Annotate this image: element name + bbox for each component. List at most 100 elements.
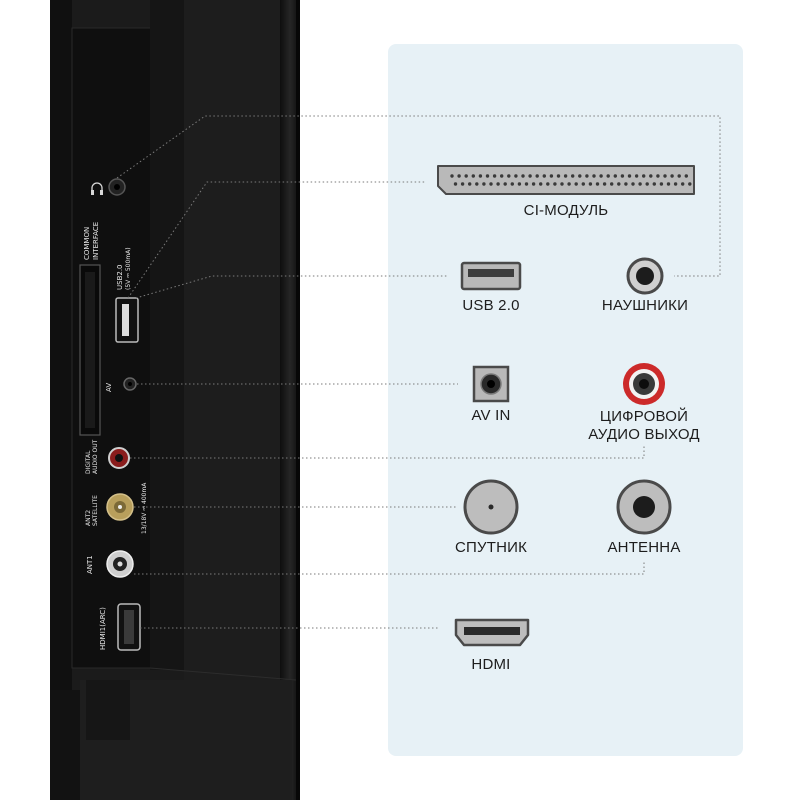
ci-pin [581, 182, 585, 186]
tv-label-av: AV [105, 382, 113, 392]
ci-pin [453, 182, 458, 186]
ci-pin [563, 174, 568, 178]
tv-av-jack [123, 377, 137, 391]
ci-pin [673, 182, 678, 186]
ci-pin [528, 174, 532, 178]
ci-pin [471, 174, 475, 178]
ci-pin [620, 174, 625, 178]
ci-pin [510, 182, 514, 186]
tv-hdmi-port [117, 603, 141, 651]
ci-pin [464, 174, 468, 178]
headphone-icon [626, 257, 664, 295]
ci-pin [670, 174, 674, 178]
ci-pin [535, 174, 539, 178]
ci-pin [457, 174, 461, 178]
hdmi-label: HDMI [471, 656, 511, 673]
tv-usb-port [115, 297, 139, 343]
digital-audio-label-line2: АУДИО ВЫХОД [588, 426, 700, 443]
tv-label-common-2: INTERFACE [92, 221, 100, 260]
ci-pin [517, 182, 522, 186]
tv-label-common-1: COMMON [83, 226, 91, 260]
ci-pin [478, 174, 483, 178]
ci-pin [624, 182, 628, 186]
ci-pin [638, 182, 642, 186]
ci-pin [531, 182, 536, 186]
av-jack-icon [472, 365, 510, 403]
ci-pin [613, 174, 617, 178]
tv-label-digital-2: AUDIO OUT [92, 439, 99, 474]
ci-pin [595, 182, 600, 186]
tv-label-ant1: ANT1 [86, 555, 94, 574]
ci-pin [492, 174, 497, 178]
ci-pin [571, 174, 575, 178]
tv-headphone-icon [91, 182, 103, 195]
ci-pin [645, 182, 649, 186]
av-in-label: AV IN [471, 407, 511, 424]
ci-slot-icon [437, 165, 695, 195]
ci-pin [663, 174, 667, 178]
ci-pin [642, 174, 646, 178]
tv-label-sat-power: 13/18V ⎓ 400mA [141, 482, 148, 534]
ci-pin [688, 182, 692, 186]
ci-pin [450, 174, 454, 178]
tv-digital-audio-jack [108, 447, 130, 469]
tv-label-usb-1: USB2.0 [116, 264, 124, 290]
tv-headphone-jack [108, 178, 126, 196]
ci-pin [574, 182, 578, 186]
ci-pin [500, 174, 504, 178]
ci-pin [524, 182, 529, 186]
ci-pin [503, 182, 507, 186]
headphones-label: НАУШНИКИ [601, 297, 689, 314]
ci-pin [482, 182, 486, 186]
ci-pin [652, 182, 656, 186]
satellite-label: СПУТНИК [454, 539, 528, 556]
ci-pin [496, 182, 500, 186]
ci-pin [556, 174, 561, 178]
tv-satellite-connector [106, 493, 134, 521]
tv-ci-slot [79, 264, 101, 436]
antenna-label: АНТЕННА [607, 539, 681, 556]
tv-label-hdmi: HDMI1(ARC) [99, 607, 107, 650]
ci-pin [542, 174, 546, 178]
ci-pin [634, 174, 639, 178]
hdmi-port-icon [454, 618, 530, 647]
leader-ci [127, 181, 426, 299]
ci-pin [539, 182, 543, 186]
rca-jack-icon [623, 363, 665, 405]
ci-pin [468, 182, 472, 186]
ci-module-label: CI-МОДУЛЬ [523, 202, 609, 219]
connector-legend-panel [388, 44, 743, 756]
ci-pin [475, 182, 479, 186]
leader-lines [116, 115, 721, 629]
ci-pin [681, 182, 685, 186]
ci-pin [546, 182, 550, 186]
ci-pin [514, 174, 518, 178]
ci-pin [560, 182, 564, 186]
ci-pin [588, 182, 593, 186]
ci-pin [659, 182, 664, 186]
tv-label-usb-2: (5V ⎓ 500mA) [125, 247, 132, 290]
ci-pin [585, 174, 589, 178]
ci-pin [592, 174, 596, 178]
ci-pin [485, 174, 490, 178]
ci-pin [521, 174, 525, 178]
ci-pin [507, 174, 511, 178]
ci-pin [553, 182, 557, 186]
ci-pin [684, 174, 688, 178]
ci-pin [489, 182, 493, 186]
ci-pin [627, 174, 632, 178]
leader-usb [135, 275, 448, 299]
ci-pin [599, 174, 603, 178]
usb-port-icon [460, 261, 522, 291]
ci-pin [617, 182, 621, 186]
ci-pin [602, 182, 607, 186]
ci-pin [549, 174, 554, 178]
ci-pin [606, 174, 610, 178]
ci-pin [666, 182, 671, 186]
tv-label-sat-2: SATELLITE [92, 495, 99, 526]
ci-pin [460, 182, 465, 186]
tv-antenna-connector [106, 550, 134, 578]
ci-pin [567, 182, 571, 186]
ci-pin [578, 174, 582, 178]
